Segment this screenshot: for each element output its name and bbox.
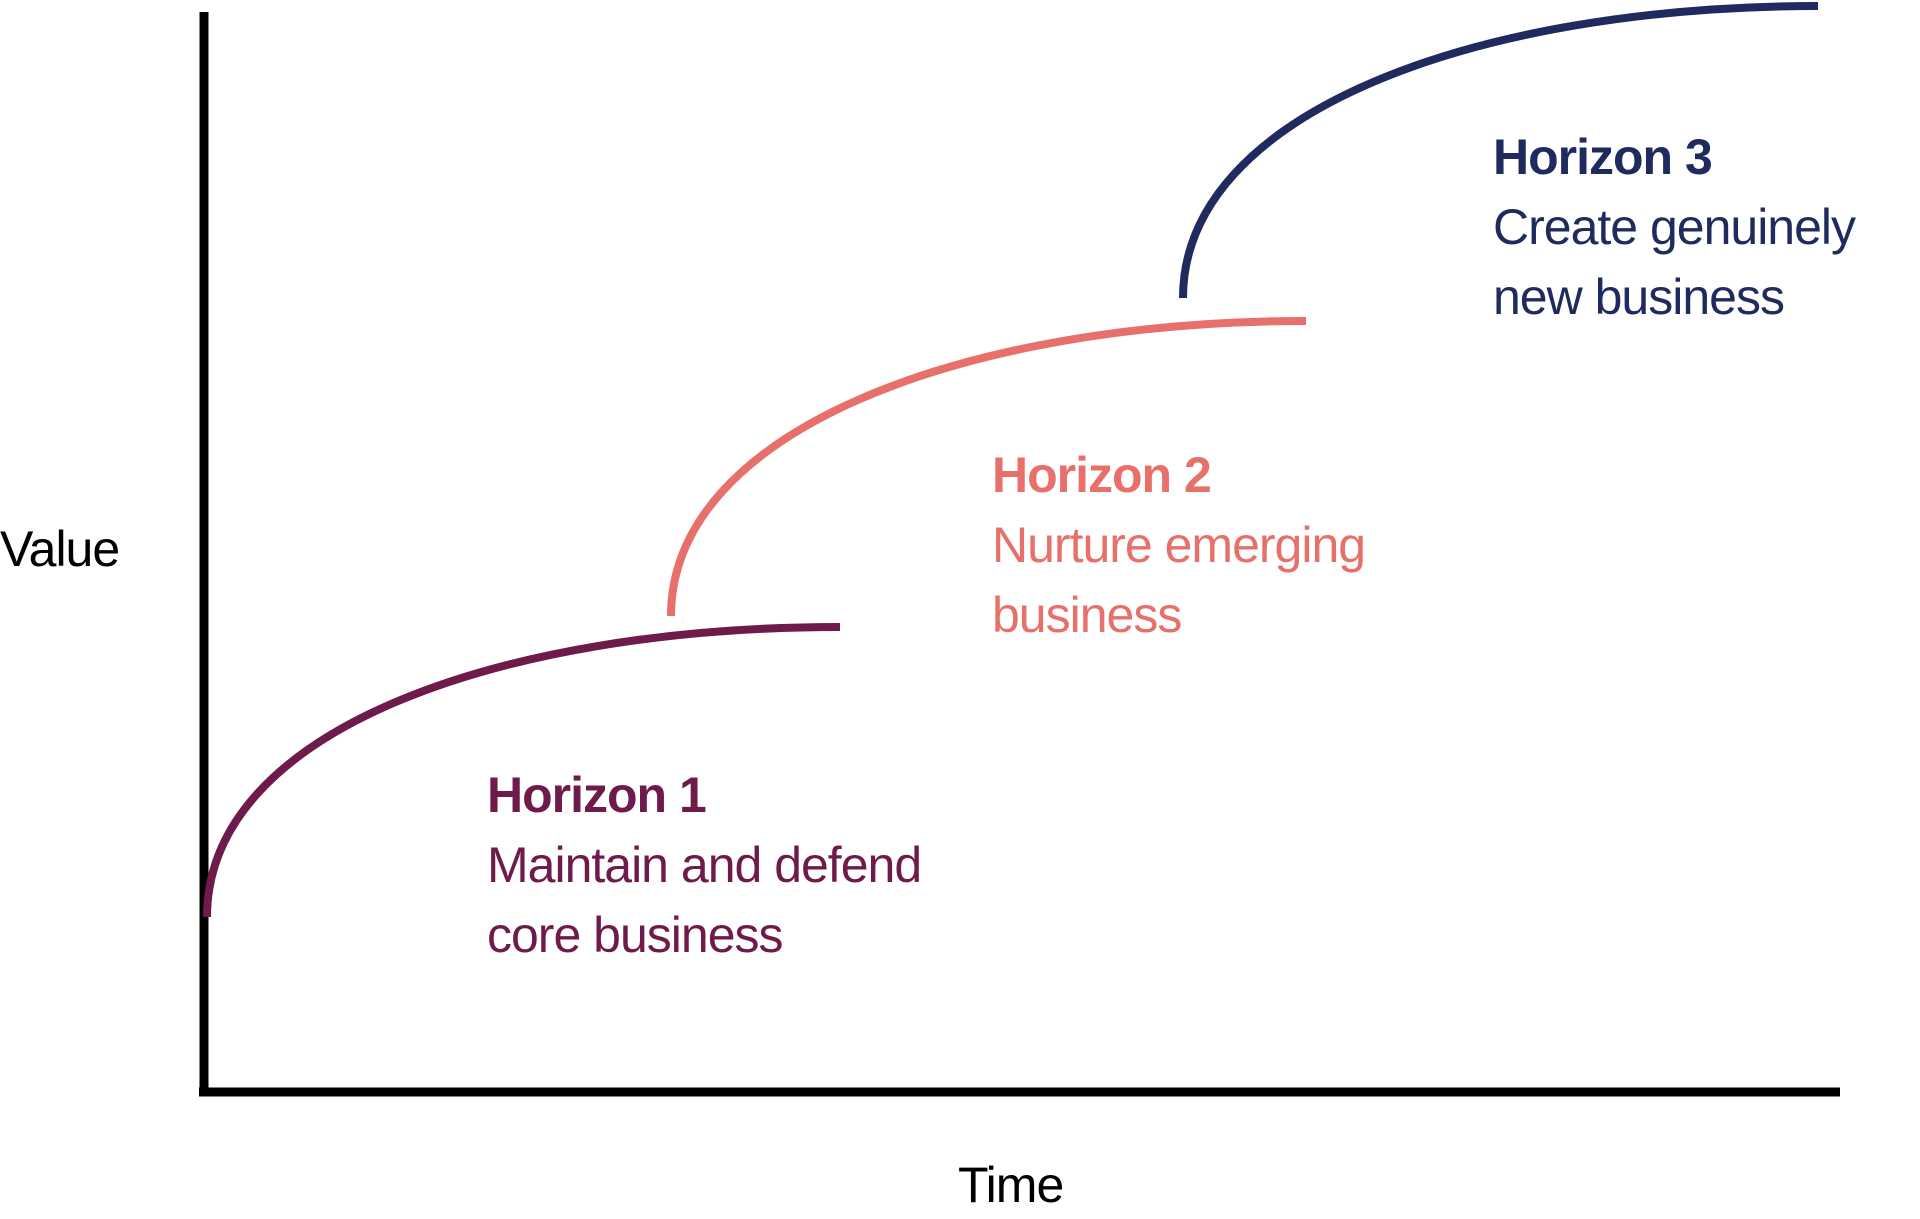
horizon-1-desc-line2: core business (487, 907, 784, 963)
horizon-3-curve (1179, 2, 1819, 299)
horizon-2-label: Horizon 2 Nurture emerging business (992, 440, 1366, 650)
x-axis-label: Time (958, 1157, 1064, 1213)
y-axis-label: Value (0, 521, 120, 577)
horizon-1-curve (203, 623, 841, 918)
horizon-3-desc-line2: new business (1493, 269, 1785, 325)
horizon-3-title: Horizon 3 (1493, 129, 1713, 185)
horizon-1-desc-line1: Maintain and defend (487, 837, 922, 893)
horizon-2-title: Horizon 2 (992, 447, 1212, 503)
horizon-2-desc-line1: Nurture emerging (992, 517, 1366, 573)
horizon-1-title: Horizon 1 (487, 767, 707, 823)
horizon-3-desc-line1: Create genuinely (1493, 199, 1856, 255)
horizon-2-curve (667, 317, 1307, 617)
horizon-2-desc-line2: business (992, 587, 1182, 643)
horizon-3-label: Horizon 3 Create genuinely new business (1493, 122, 1856, 332)
horizon-1-label: Horizon 1 Maintain and defend core busin… (487, 760, 922, 970)
